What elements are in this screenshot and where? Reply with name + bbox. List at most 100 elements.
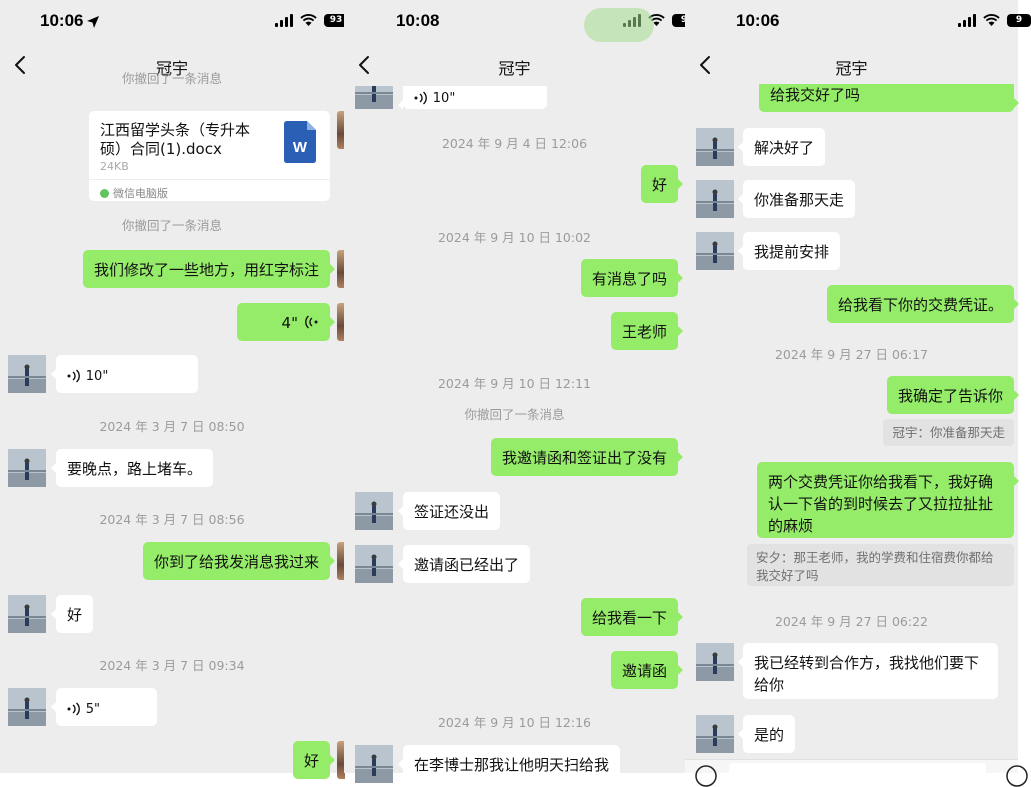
contact-avatar[interactable]	[8, 355, 46, 393]
message-bubble-in[interactable]: 要晚点，路上堵车。	[50, 449, 214, 487]
message-bubble-out[interactable]: 我们修改了一些地方，用红字标注	[82, 250, 336, 288]
message-bubble-in[interactable]: 好	[50, 595, 94, 633]
quoted-reply[interactable]: 安夕：那王老师，我的学费和住宿费你都给我交好了吗	[747, 544, 1014, 586]
status-bar: 10:06 93	[0, 0, 348, 46]
voice-wave-icon	[67, 701, 80, 716]
file-size: 24KB	[100, 160, 129, 173]
contact-avatar[interactable]	[355, 492, 393, 530]
message-bubble-out[interactable]: 给我交好了吗	[759, 84, 1019, 112]
voice-message-in[interactable]: 5"	[51, 688, 157, 726]
system-notice: 你撤回了一条消息	[121, 218, 222, 233]
svg-text:W: W	[293, 139, 308, 156]
message-bubble-out[interactable]: 我邀请函和签证出了没有	[490, 438, 684, 476]
chat-header: 冠宇	[0, 46, 344, 86]
file-name: 江西留学头条（专升本硕）合同(1).docx	[100, 121, 251, 158]
chat-panel-1: 10:06 93 冠宇 你撤回了一条消息 江西留学头条（专升本硕）合同(1).d…	[0, 0, 348, 779]
wifi-icon	[300, 14, 317, 26]
voice-message-in[interactable]: 10"	[51, 355, 198, 393]
timestamp: 2024 年 9 月 27 日 06:22	[774, 614, 929, 629]
chat-panel-2: 10:08 9 冠宇 10" 2024 年 9 月 4 日 12:06 好 20…	[344, 0, 696, 783]
wechat-pc-icon	[100, 188, 109, 198]
chat-title: 冠宇	[498, 59, 531, 78]
file-message-card[interactable]: 江西留学头条（专升本硕）合同(1).docx 24KB W 微信电脑版	[89, 111, 330, 201]
message-bubble-in[interactable]: 我提前安排	[737, 232, 841, 270]
contact-avatar[interactable]	[355, 545, 393, 583]
chat-panel-3: 10:06 9 冠宇 给我交好了吗 解决好了 你准备那天走 我提前安排 给我看下…	[685, 0, 1031, 787]
message-bubble-in[interactable]: 我已经转到合作方，我找他们要下给你	[738, 643, 998, 699]
message-bubble-in[interactable]: 解决好了	[737, 128, 826, 166]
timestamp: 2024 年 3 月 7 日 09:34	[99, 658, 245, 673]
battery-icon: 9	[1007, 14, 1031, 27]
chat-header: 冠宇	[685, 46, 1018, 86]
cellular-signal-icon	[958, 14, 976, 27]
timestamp: 2024 年 3 月 7 日 08:50	[99, 419, 245, 434]
message-bubble-out[interactable]: 你到了给我发消息我过来	[142, 542, 336, 580]
message-bubble-in[interactable]: 在李博士那我让他明天扫给我	[397, 745, 621, 783]
back-chevron-icon[interactable]	[693, 52, 719, 78]
message-bubble-in[interactable]: 是的	[737, 715, 796, 753]
status-time: 10:06	[40, 11, 84, 30]
voice-wave-icon	[414, 90, 427, 105]
self-avatar	[337, 250, 345, 288]
timestamp: 2024 年 9 月 10 日 12:16	[437, 715, 592, 730]
contact-avatar[interactable]	[696, 643, 734, 681]
message-bubble-out[interactable]: 王老师	[610, 312, 684, 350]
self-avatar	[337, 741, 345, 779]
contact-avatar[interactable]	[8, 449, 46, 487]
clipped-system-notice: 你撤回了一条消息	[121, 71, 222, 86]
cellular-signal-icon	[275, 14, 293, 27]
message-bubble-in[interactable]: 签证还没出	[397, 492, 501, 530]
timestamp: 2024 年 9 月 4 日 12:06	[441, 136, 588, 151]
self-avatar	[337, 542, 345, 580]
status-time: 10:06	[736, 11, 780, 30]
contact-avatar[interactable]	[8, 688, 46, 726]
back-chevron-icon[interactable]	[8, 52, 34, 78]
message-bubble-out[interactable]: 两个交费凭证你给我看下，我好确认一下省的到时候去了又拉拉扯扯的麻烦	[757, 462, 1019, 538]
timestamp: 2024 年 9 月 27 日 06:17	[774, 347, 929, 362]
timestamp: 2024 年 9 月 10 日 12:11	[437, 376, 592, 391]
timestamp: 2024 年 3 月 7 日 08:56	[99, 512, 245, 527]
voice-wave-icon	[305, 315, 318, 329]
status-bar: 10:08 9	[344, 0, 696, 46]
system-notice: 你撤回了一条消息	[464, 407, 565, 422]
self-avatar	[337, 111, 345, 149]
message-bubble-in[interactable]: 邀请函已经出了	[397, 545, 531, 583]
quoted-reply[interactable]: 冠宇：你准备那天走	[883, 419, 1014, 446]
contact-avatar[interactable]	[8, 595, 46, 633]
contact-avatar[interactable]	[355, 745, 393, 783]
chat-title: 冠宇	[835, 59, 868, 78]
message-bubble-out[interactable]: 好	[640, 165, 684, 203]
chat-title: 冠宇	[155, 59, 188, 78]
back-chevron-icon[interactable]	[352, 52, 378, 78]
wifi-icon	[983, 14, 1000, 26]
wifi-icon	[648, 14, 665, 26]
voice-input-icon[interactable]	[695, 765, 717, 787]
contact-avatar[interactable]	[355, 86, 393, 109]
message-input[interactable]	[729, 763, 986, 783]
message-bubble-out[interactable]: 给我看下你的交费凭证。	[826, 285, 1020, 323]
message-bubble-out[interactable]: 我确定了告诉你	[886, 376, 1020, 414]
voice-message-in[interactable]: 10"	[398, 86, 547, 110]
timestamp: 2024 年 9 月 10 日 10:02	[437, 230, 592, 245]
emoji-icon[interactable]	[1006, 765, 1028, 787]
location-arrow-icon	[87, 16, 99, 28]
message-bubble-out[interactable]: 好	[292, 741, 336, 779]
message-bubble-out[interactable]: 邀请函	[610, 651, 684, 689]
contact-avatar[interactable]	[696, 232, 734, 270]
status-bar: 10:06 9	[685, 0, 1031, 46]
voice-message-out[interactable]: 4"	[237, 303, 335, 341]
contact-avatar[interactable]	[696, 180, 734, 218]
self-avatar	[337, 303, 345, 341]
file-source: 微信电脑版	[100, 185, 168, 201]
status-time: 10:08	[396, 11, 440, 30]
chat-header: 冠宇	[344, 46, 685, 86]
word-document-icon: W	[284, 121, 316, 163]
message-bubble-out[interactable]: 给我看一下	[580, 598, 684, 636]
input-toolbar	[685, 759, 1028, 787]
contact-avatar[interactable]	[696, 715, 734, 753]
contact-avatar[interactable]	[696, 128, 734, 166]
message-bubble-out[interactable]: 有消息了吗	[580, 259, 684, 297]
message-bubble-in[interactable]: 你准备那天走	[737, 180, 856, 218]
voice-wave-icon	[67, 368, 80, 383]
